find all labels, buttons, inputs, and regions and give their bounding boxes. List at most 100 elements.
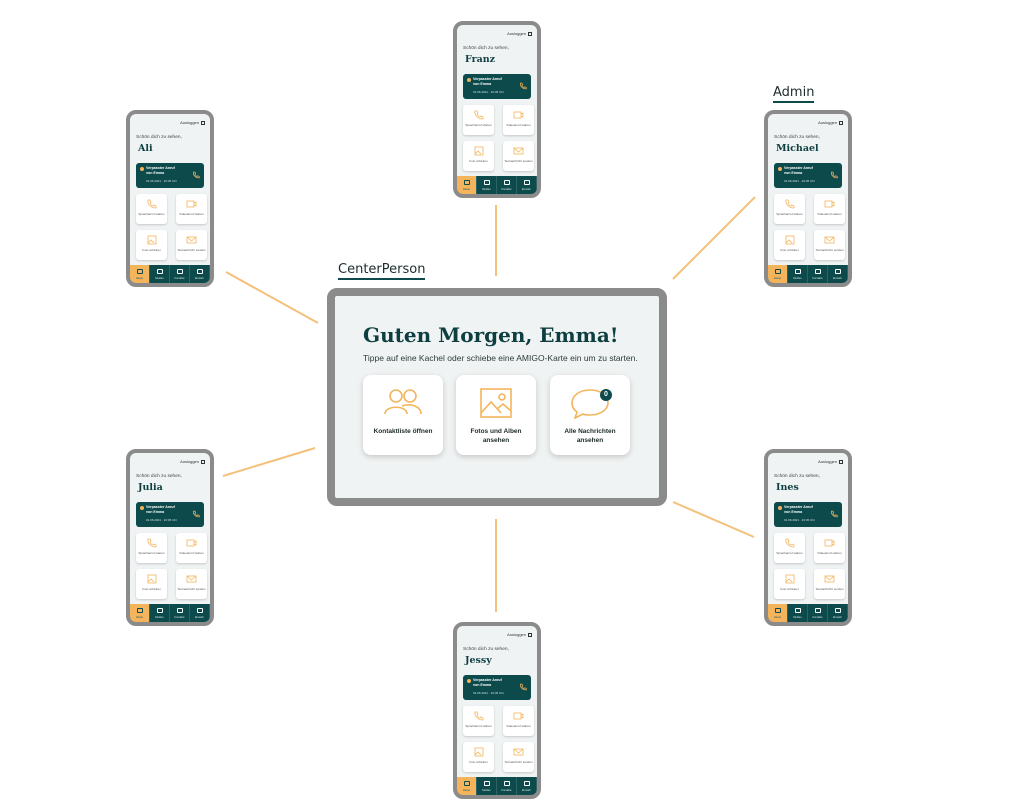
phone-tile-label: Foto schicken bbox=[469, 159, 488, 163]
tile-contacts[interactable]: Kontaktliste öffnen bbox=[363, 375, 443, 455]
logout-icon bbox=[201, 459, 205, 464]
nav-item[interactable]: Medien bbox=[477, 176, 497, 194]
nav-label: Medien bbox=[482, 789, 491, 792]
nav-item[interactable]: Home bbox=[457, 777, 477, 795]
phone-tile[interactable]: Textnachricht senden bbox=[814, 230, 845, 260]
phone-icon bbox=[192, 171, 200, 179]
nav-label: Einstell. bbox=[521, 188, 532, 191]
phone-tile[interactable]: Sprachanruf starten bbox=[774, 533, 805, 563]
nav-item[interactable]: Home bbox=[768, 604, 788, 622]
logout-button[interactable]: Ausloggen bbox=[180, 459, 205, 464]
nav-item[interactable]: Einstell. bbox=[517, 777, 537, 795]
nav-label: Einstell. bbox=[194, 277, 205, 280]
photo-send-icon bbox=[474, 747, 484, 757]
logout-button[interactable]: Ausloggen bbox=[507, 31, 532, 36]
phone-tile[interactable]: Videoanruf starten bbox=[503, 105, 534, 135]
phone-greeting: Schön dich zu sehen, bbox=[136, 474, 182, 479]
phone-tile-label: Videoanruf starten bbox=[506, 123, 531, 127]
logout-button[interactable]: Ausloggen bbox=[180, 120, 205, 125]
nav-item[interactable]: Medien bbox=[150, 604, 170, 622]
phone-user-name: Michael bbox=[776, 143, 819, 154]
phone-tile[interactable]: Foto schicken bbox=[463, 742, 494, 772]
phone-tile[interactable]: Videoanruf starten bbox=[176, 194, 207, 224]
phone-tile[interactable]: Foto schicken bbox=[136, 569, 167, 599]
phone-tile[interactable]: Sprachanruf starten bbox=[774, 194, 805, 224]
phone-tile[interactable]: Foto schicken bbox=[774, 569, 805, 599]
phone-tile-label: Sprachanruf starten bbox=[465, 724, 492, 728]
nav-item[interactable]: Home bbox=[130, 604, 150, 622]
missed-call-date: 01.06.2021 · 10:45 Uhr bbox=[473, 691, 504, 695]
phone-tile-label: Textnachricht senden bbox=[504, 159, 533, 163]
nav-item[interactable]: Einstell. bbox=[190, 265, 210, 283]
logout-button[interactable]: Ausloggen bbox=[507, 632, 532, 637]
nav-icon bbox=[523, 180, 530, 185]
nav-item[interactable]: Medien bbox=[788, 265, 808, 283]
phone-tile[interactable]: Textnachricht senden bbox=[503, 742, 534, 772]
phone-tile[interactable]: Textnachricht senden bbox=[814, 569, 845, 599]
phone-tile[interactable]: Foto schicken bbox=[774, 230, 805, 260]
phone-tile[interactable]: Sprachanruf starten bbox=[463, 105, 494, 135]
nav-label: Einstell. bbox=[832, 277, 843, 280]
alert-dot-icon bbox=[467, 679, 471, 683]
phone-tile[interactable]: Textnachricht senden bbox=[176, 230, 207, 260]
nav-item[interactable]: Kontakte bbox=[170, 265, 190, 283]
phone-tile[interactable]: Videoanruf starten bbox=[176, 533, 207, 563]
phone-tile-label: Videoanruf starten bbox=[506, 724, 531, 728]
nav-item[interactable]: Einstell. bbox=[828, 604, 848, 622]
phone-tile-label: Sprachanruf starten bbox=[138, 212, 165, 216]
nav-item[interactable]: Kontakte bbox=[808, 604, 828, 622]
phone-tile[interactable]: Videoanruf starten bbox=[814, 194, 845, 224]
phone-tile[interactable]: Sprachanruf starten bbox=[463, 706, 494, 736]
nav-label: Home bbox=[774, 616, 781, 619]
phone-tile[interactable]: Sprachanruf starten bbox=[136, 194, 167, 224]
phone-tile[interactable]: Foto schicken bbox=[136, 230, 167, 260]
nav-item[interactable]: Einstell. bbox=[517, 176, 537, 194]
phone-tile[interactable]: Videoanruf starten bbox=[503, 706, 534, 736]
nav-item[interactable]: Medien bbox=[477, 777, 497, 795]
phone-tile[interactable]: Textnachricht senden bbox=[503, 141, 534, 171]
phone-tile-label: Foto schicken bbox=[142, 248, 161, 252]
tablet-greeting: Guten Morgen, Emma! bbox=[363, 323, 619, 347]
tile-photos[interactable]: Fotos und Alben ansehen bbox=[456, 375, 536, 455]
phone-tile-label: Sprachanruf starten bbox=[776, 212, 803, 216]
nav-item[interactable]: Home bbox=[130, 265, 150, 283]
nav-item[interactable]: Home bbox=[768, 265, 788, 283]
nav-icon bbox=[483, 180, 490, 185]
nav-label: Einstell. bbox=[194, 616, 205, 619]
nav-item[interactable]: Medien bbox=[150, 265, 170, 283]
phone-tile[interactable]: Foto schicken bbox=[463, 141, 494, 171]
tablet-device: Guten Morgen, Emma! Tippe auf eine Kache… bbox=[327, 288, 667, 506]
logout-button[interactable]: Ausloggen bbox=[818, 459, 843, 464]
nav-item[interactable]: Home bbox=[457, 176, 477, 194]
phone-tile[interactable]: Videoanruf starten bbox=[814, 533, 845, 563]
phone-tile[interactable]: Sprachanruf starten bbox=[136, 533, 167, 563]
nav-icon bbox=[774, 269, 781, 274]
nav-item[interactable]: Kontakte bbox=[497, 176, 517, 194]
nav-item[interactable]: Einstell. bbox=[190, 604, 210, 622]
logout-button[interactable]: Ausloggen bbox=[818, 120, 843, 125]
nav-item[interactable]: Kontakte bbox=[497, 777, 517, 795]
missed-call-title: Verpasster Anruf von Emma bbox=[784, 166, 813, 175]
nav-item[interactable]: Kontakte bbox=[170, 604, 190, 622]
video-call-icon bbox=[186, 539, 197, 547]
nav-item[interactable]: Einstell. bbox=[828, 265, 848, 283]
nav-item[interactable]: Kontakte bbox=[808, 265, 828, 283]
envelope-icon bbox=[824, 575, 835, 583]
video-call-icon bbox=[824, 200, 835, 208]
phone-icon bbox=[192, 510, 200, 518]
phone-tile[interactable]: Textnachricht senden bbox=[176, 569, 207, 599]
admin-caption: Admin bbox=[773, 85, 815, 103]
nav-label: Medien bbox=[155, 616, 164, 619]
nav-item[interactable]: Medien bbox=[788, 604, 808, 622]
tile-messages[interactable]: 0 Alle Nachrichten ansehen bbox=[550, 375, 630, 455]
phone-call-icon bbox=[785, 199, 795, 209]
